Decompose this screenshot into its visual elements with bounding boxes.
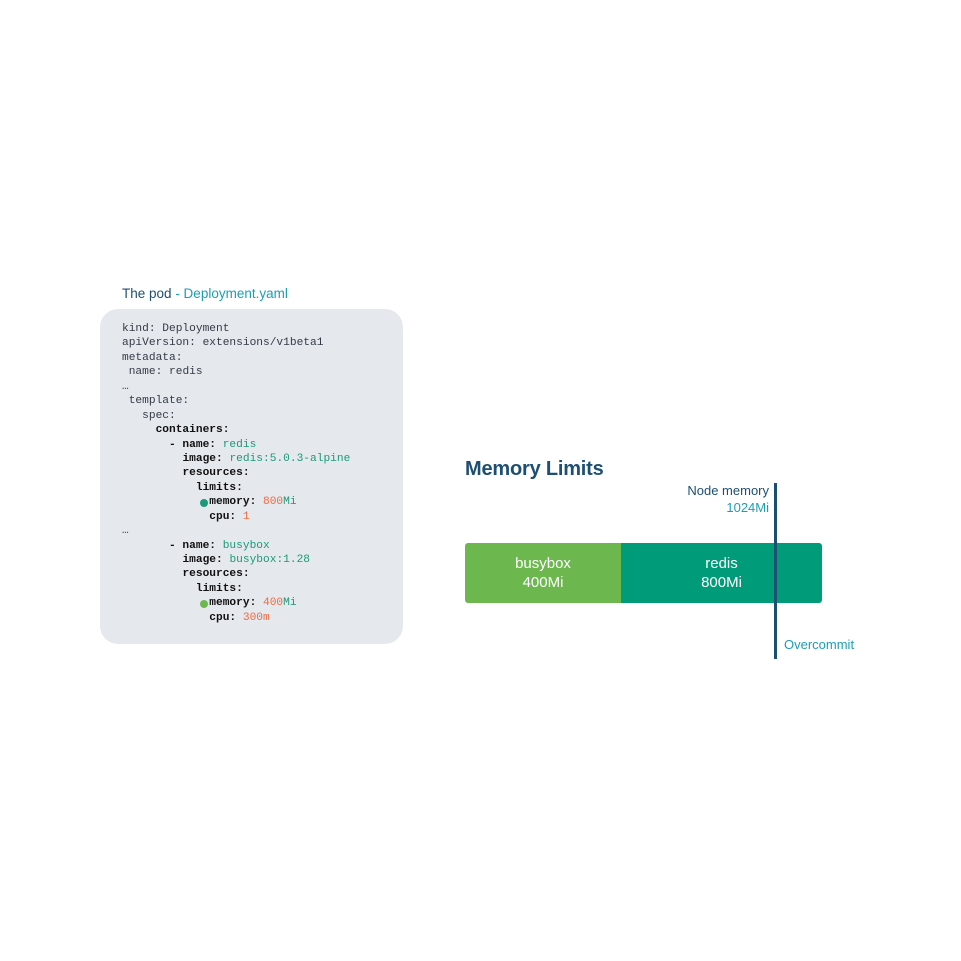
- code-key: limits:: [195, 582, 243, 595]
- code-line: resources:: [122, 466, 350, 480]
- code-value: busybox:1.28: [222, 554, 311, 566]
- heading-filename: - Deployment.yaml: [175, 286, 288, 301]
- code-key: template:: [128, 395, 190, 408]
- redis-segment: redis 800Mi: [621, 543, 822, 603]
- code-key: resources:: [182, 568, 250, 581]
- code-number: 1: [242, 510, 250, 523]
- code-number: 300m: [242, 611, 270, 624]
- code-line: …: [122, 524, 350, 538]
- memory-dot-icon: [199, 600, 208, 609]
- code-line: limits:: [122, 481, 350, 495]
- heading-prefix: The pod: [122, 286, 172, 301]
- busybox-segment: busybox 400Mi: [465, 543, 621, 603]
- code-line: template:: [122, 394, 350, 408]
- code-key: image:: [182, 554, 223, 566]
- node-memory-title: Node memory: [687, 483, 769, 498]
- code-key: cpu:: [209, 510, 237, 523]
- code-value: redis: [162, 366, 203, 379]
- code-key: memory:: [209, 496, 257, 509]
- code-key: metadata:: [122, 351, 183, 364]
- code-line: image: redis:5.0.3-alpine: [122, 452, 350, 466]
- memory-dot-icon: [199, 499, 208, 508]
- overcommit-label: Overcommit: [784, 637, 855, 652]
- node-memory-label: Node memory 1024Mi: [687, 482, 769, 516]
- code-key: memory:: [209, 597, 257, 610]
- code-value: Deployment: [155, 323, 230, 335]
- code-key: containers:: [155, 424, 230, 437]
- code-line: …: [122, 380, 350, 394]
- redis-segment-name: redis: [705, 555, 738, 572]
- code-key: image:: [182, 452, 223, 465]
- code-value: redis: [216, 438, 257, 451]
- code-line: - name: redis: [122, 438, 350, 452]
- code-key: cpu:: [209, 611, 237, 624]
- code-line: memory: 400Mi: [122, 596, 350, 610]
- diagram-title: Memory Limits: [465, 458, 604, 480]
- code-number: 800: [263, 496, 284, 509]
- code-line: name: redis: [122, 365, 350, 379]
- code-key: spec:: [142, 409, 176, 422]
- code-unit: Mi: [283, 597, 297, 610]
- code-line: memory: 800Mi: [122, 495, 350, 509]
- code-key: apiVersion:: [122, 337, 196, 350]
- code-key: name:: [128, 366, 163, 379]
- code-unit: Mi: [283, 496, 297, 509]
- code-line: spec:: [122, 409, 350, 423]
- code-line: cpu: 300m: [122, 611, 350, 625]
- code-line: containers:: [122, 423, 350, 437]
- code-key: - name:: [169, 539, 216, 552]
- code-line: limits:: [122, 582, 350, 596]
- code-value: busybox: [216, 539, 270, 552]
- code-line: cpu: 1: [122, 510, 350, 524]
- code-key: - name:: [169, 438, 216, 451]
- code-line: image: busybox:1.28: [122, 553, 350, 567]
- code-key: resources:: [182, 467, 250, 480]
- node-memory-limit-line: [774, 483, 777, 659]
- busybox-segment-name: busybox: [515, 555, 571, 572]
- node-memory-value: 1024Mi: [726, 500, 769, 515]
- code-key: …: [122, 525, 129, 538]
- code-line: metadata:: [122, 351, 350, 365]
- code-value: redis:5.0.3-alpine: [222, 452, 351, 465]
- code-key: limits:: [195, 481, 243, 494]
- code-value: extensions/v1beta1: [195, 337, 324, 350]
- code-line: - name: busybox: [122, 539, 350, 553]
- code-key: …: [122, 380, 129, 393]
- code-key: kind:: [122, 323, 156, 335]
- file-heading: The pod - Deployment.yaml: [122, 285, 288, 303]
- code-line: resources:: [122, 567, 350, 581]
- memory-bar: busybox 400Mi redis 800Mi: [465, 543, 822, 603]
- busybox-segment-value: 400Mi: [522, 574, 564, 591]
- code-line: kind: Deployment: [122, 322, 350, 336]
- code-line: apiVersion: extensions/v1beta1: [122, 336, 350, 350]
- code-number: 400: [263, 597, 284, 610]
- redis-segment-value: 800Mi: [701, 574, 742, 591]
